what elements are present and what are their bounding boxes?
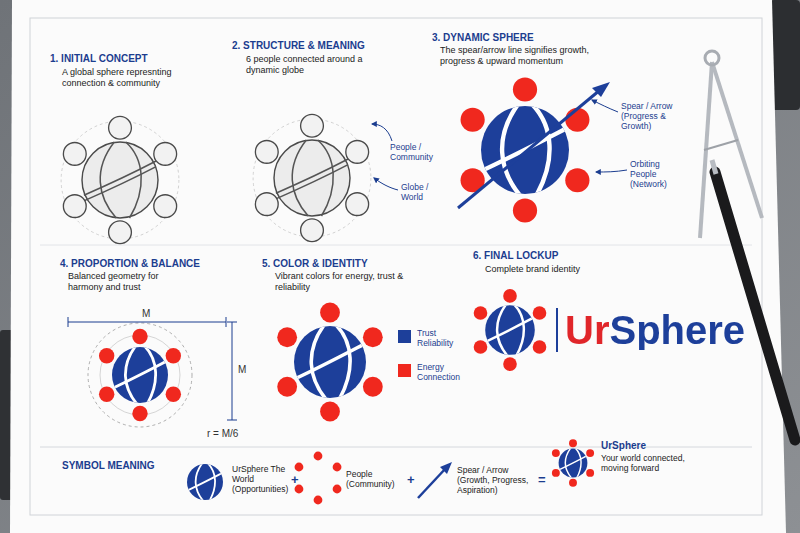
art-line	[68, 322, 226, 323]
panel-text: A global sphere represnting connection &…	[62, 67, 184, 89]
panel-text: The spear/arrow line signifies growth, p…	[440, 45, 618, 67]
meaning-text: People (Community)	[346, 470, 404, 490]
panel-heading: 2. STRUCTURE & MEANING	[232, 40, 365, 51]
art-line	[458, 90, 600, 208]
art-use	[289, 324, 372, 400]
art-line	[232, 322, 233, 420]
art-use	[108, 346, 172, 405]
art-path	[374, 178, 398, 190]
art-line	[715, 172, 795, 440]
art-polygon	[440, 462, 452, 474]
art-rect	[770, 0, 800, 110]
art-path	[596, 170, 627, 172]
dimension-label: M	[238, 364, 246, 375]
callout-label: Orbiting People (Network)	[630, 160, 688, 189]
panel-text: Balanced geometry for harmony and trust	[68, 271, 190, 293]
art-line	[556, 308, 558, 352]
art-line	[40, 245, 752, 246]
callout-label: People / Community	[390, 143, 442, 163]
art-line	[226, 317, 227, 327]
wordmark: UrSphere	[565, 310, 745, 350]
wordmark-small: UrSphere	[601, 440, 646, 451]
callout-label: Globe / World	[401, 183, 449, 203]
art-use	[552, 439, 594, 487]
art-use	[295, 452, 342, 505]
panel-heading: 1. INITIAL CONCEPT	[50, 53, 148, 64]
section-heading: SYMBOL MEANING	[62, 460, 155, 471]
panel-heading: 6. FINAL LOCKUP	[473, 250, 558, 261]
operator: =	[538, 472, 546, 487]
dimension-label: r = M/6	[207, 428, 238, 439]
operator: +	[291, 472, 299, 487]
art-use	[99, 329, 181, 421]
art-line	[712, 160, 716, 174]
art-circle	[705, 51, 719, 65]
panel-heading: 3. DYNAMIC SPHERE	[432, 32, 534, 43]
panel-heading: 4. PROPORTION & BALANCE	[60, 258, 200, 269]
art-use	[61, 116, 179, 243]
art-use	[461, 77, 590, 222]
panel-text: Vibrant colors for energy, trust & relia…	[275, 271, 420, 293]
meaning-text: Your world connected, moving forward	[601, 454, 687, 474]
panel-heading: 5. COLOR & IDENTITY	[262, 258, 368, 269]
legend-text: Energy Connection	[417, 363, 473, 383]
art-circle	[88, 323, 192, 427]
art-rect	[30, 18, 762, 515]
art-polygon	[10, 0, 786, 533]
art-line	[68, 317, 69, 327]
art-path	[592, 100, 618, 112]
dimension-label: M	[142, 308, 150, 319]
art-line	[227, 322, 237, 323]
art-use	[277, 303, 382, 422]
panel-text: Complete brand identity	[485, 264, 625, 275]
panel-text: 6 people connected around a dynamic glob…	[246, 54, 371, 76]
art-circle	[100, 335, 180, 415]
art-line	[418, 468, 446, 498]
art-polygon	[592, 82, 610, 97]
art-use	[556, 448, 589, 478]
legend-text: Trust Reliability	[417, 329, 473, 349]
art-use	[481, 304, 538, 356]
art-path	[372, 124, 392, 141]
art-use	[474, 289, 547, 371]
art-use	[253, 114, 371, 241]
meaning-text: Spear / Arrow (Growth, Progress, Aspirat…	[457, 466, 535, 495]
art-use	[184, 463, 225, 501]
legend-swatch	[398, 330, 411, 343]
callout-label: Spear / Arrow (Progress & Growth)	[621, 102, 683, 131]
legend-swatch	[398, 364, 411, 377]
art-line	[227, 420, 237, 421]
operator: +	[407, 472, 415, 487]
art-line	[704, 140, 738, 150]
